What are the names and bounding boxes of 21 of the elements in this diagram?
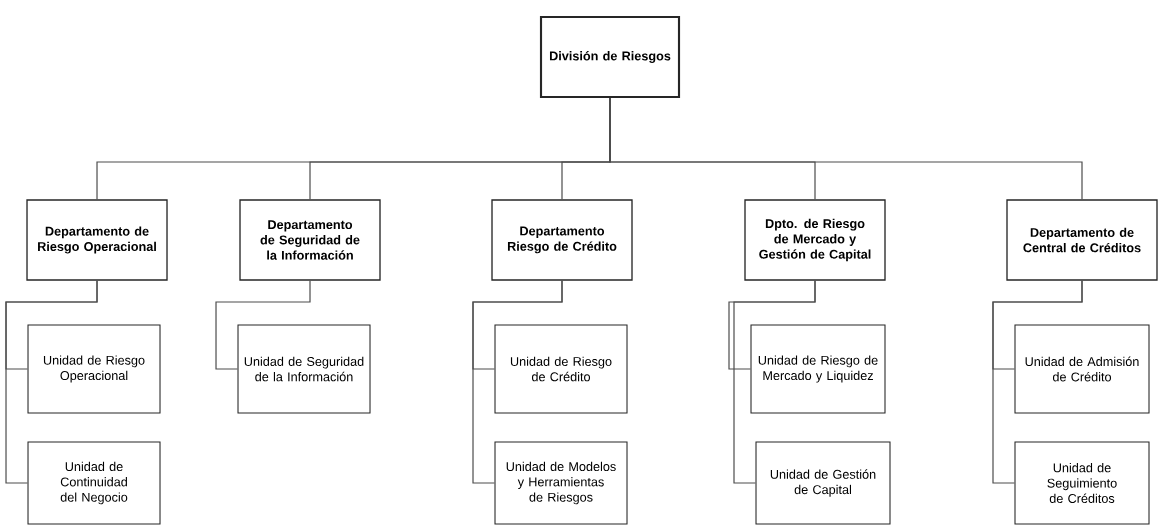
unit-box: Unidad de Gestión de Capital <box>755 441 891 525</box>
unit-box: Unidad de Riesgo de Mercado y Liquidez <box>750 324 886 414</box>
connector-line <box>733 280 816 484</box>
connector-line <box>609 97 1083 200</box>
department-box: Departamento de Seguridad de la Información <box>239 199 381 281</box>
connector-line <box>215 280 311 370</box>
unit-box: Unidad de Modelos y Herramientas de Riesgos <box>494 441 628 525</box>
unit-box: Unidad de Seguimiento de Créditos <box>1014 441 1150 525</box>
connector-line <box>472 280 563 484</box>
unit-box: Unidad de Riesgo de Crédito <box>494 324 628 414</box>
department-box: Dpto. de Riesgo de Mercado y Gestión de Capital <box>744 199 886 281</box>
unit-box: Unidad de Seguridad de la Información <box>237 324 371 414</box>
unit-box: Unidad de Admisión de Crédito <box>1014 324 1150 414</box>
connector-line <box>5 280 98 484</box>
department-box: Departamento de Central de Créditos <box>1006 199 1158 281</box>
connector-line <box>992 280 1083 484</box>
department-box: Departamento Riesgo de Crédito <box>491 199 633 281</box>
division-box: División de Riesgos <box>539 15 681 99</box>
unit-box: Unidad de Continuidad del Negocio <box>27 441 161 525</box>
unit-box: Unidad de Riesgo Operacional <box>27 324 161 414</box>
department-box: Departamento de Riesgo Operacional <box>26 199 168 281</box>
